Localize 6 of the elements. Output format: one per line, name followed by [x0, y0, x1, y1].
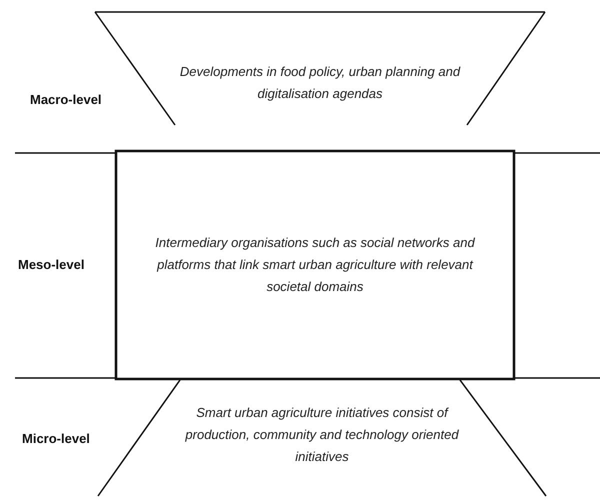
description-text: Developments in food policy, urban planning and digitalisation agendas: [178, 63, 462, 103]
level-label: Meso-level: [18, 257, 84, 272]
level-label: Macro-level: [30, 92, 102, 107]
description-text: Smart urban agriculture initiatives consist of production, community and technology oriented initiatives: [184, 404, 460, 466]
level-label: Micro-level: [22, 431, 90, 446]
description-text: Intermediary organisations such as social networks and platforms that link smart urban agriculture with relevant societal domains: [155, 234, 475, 296]
